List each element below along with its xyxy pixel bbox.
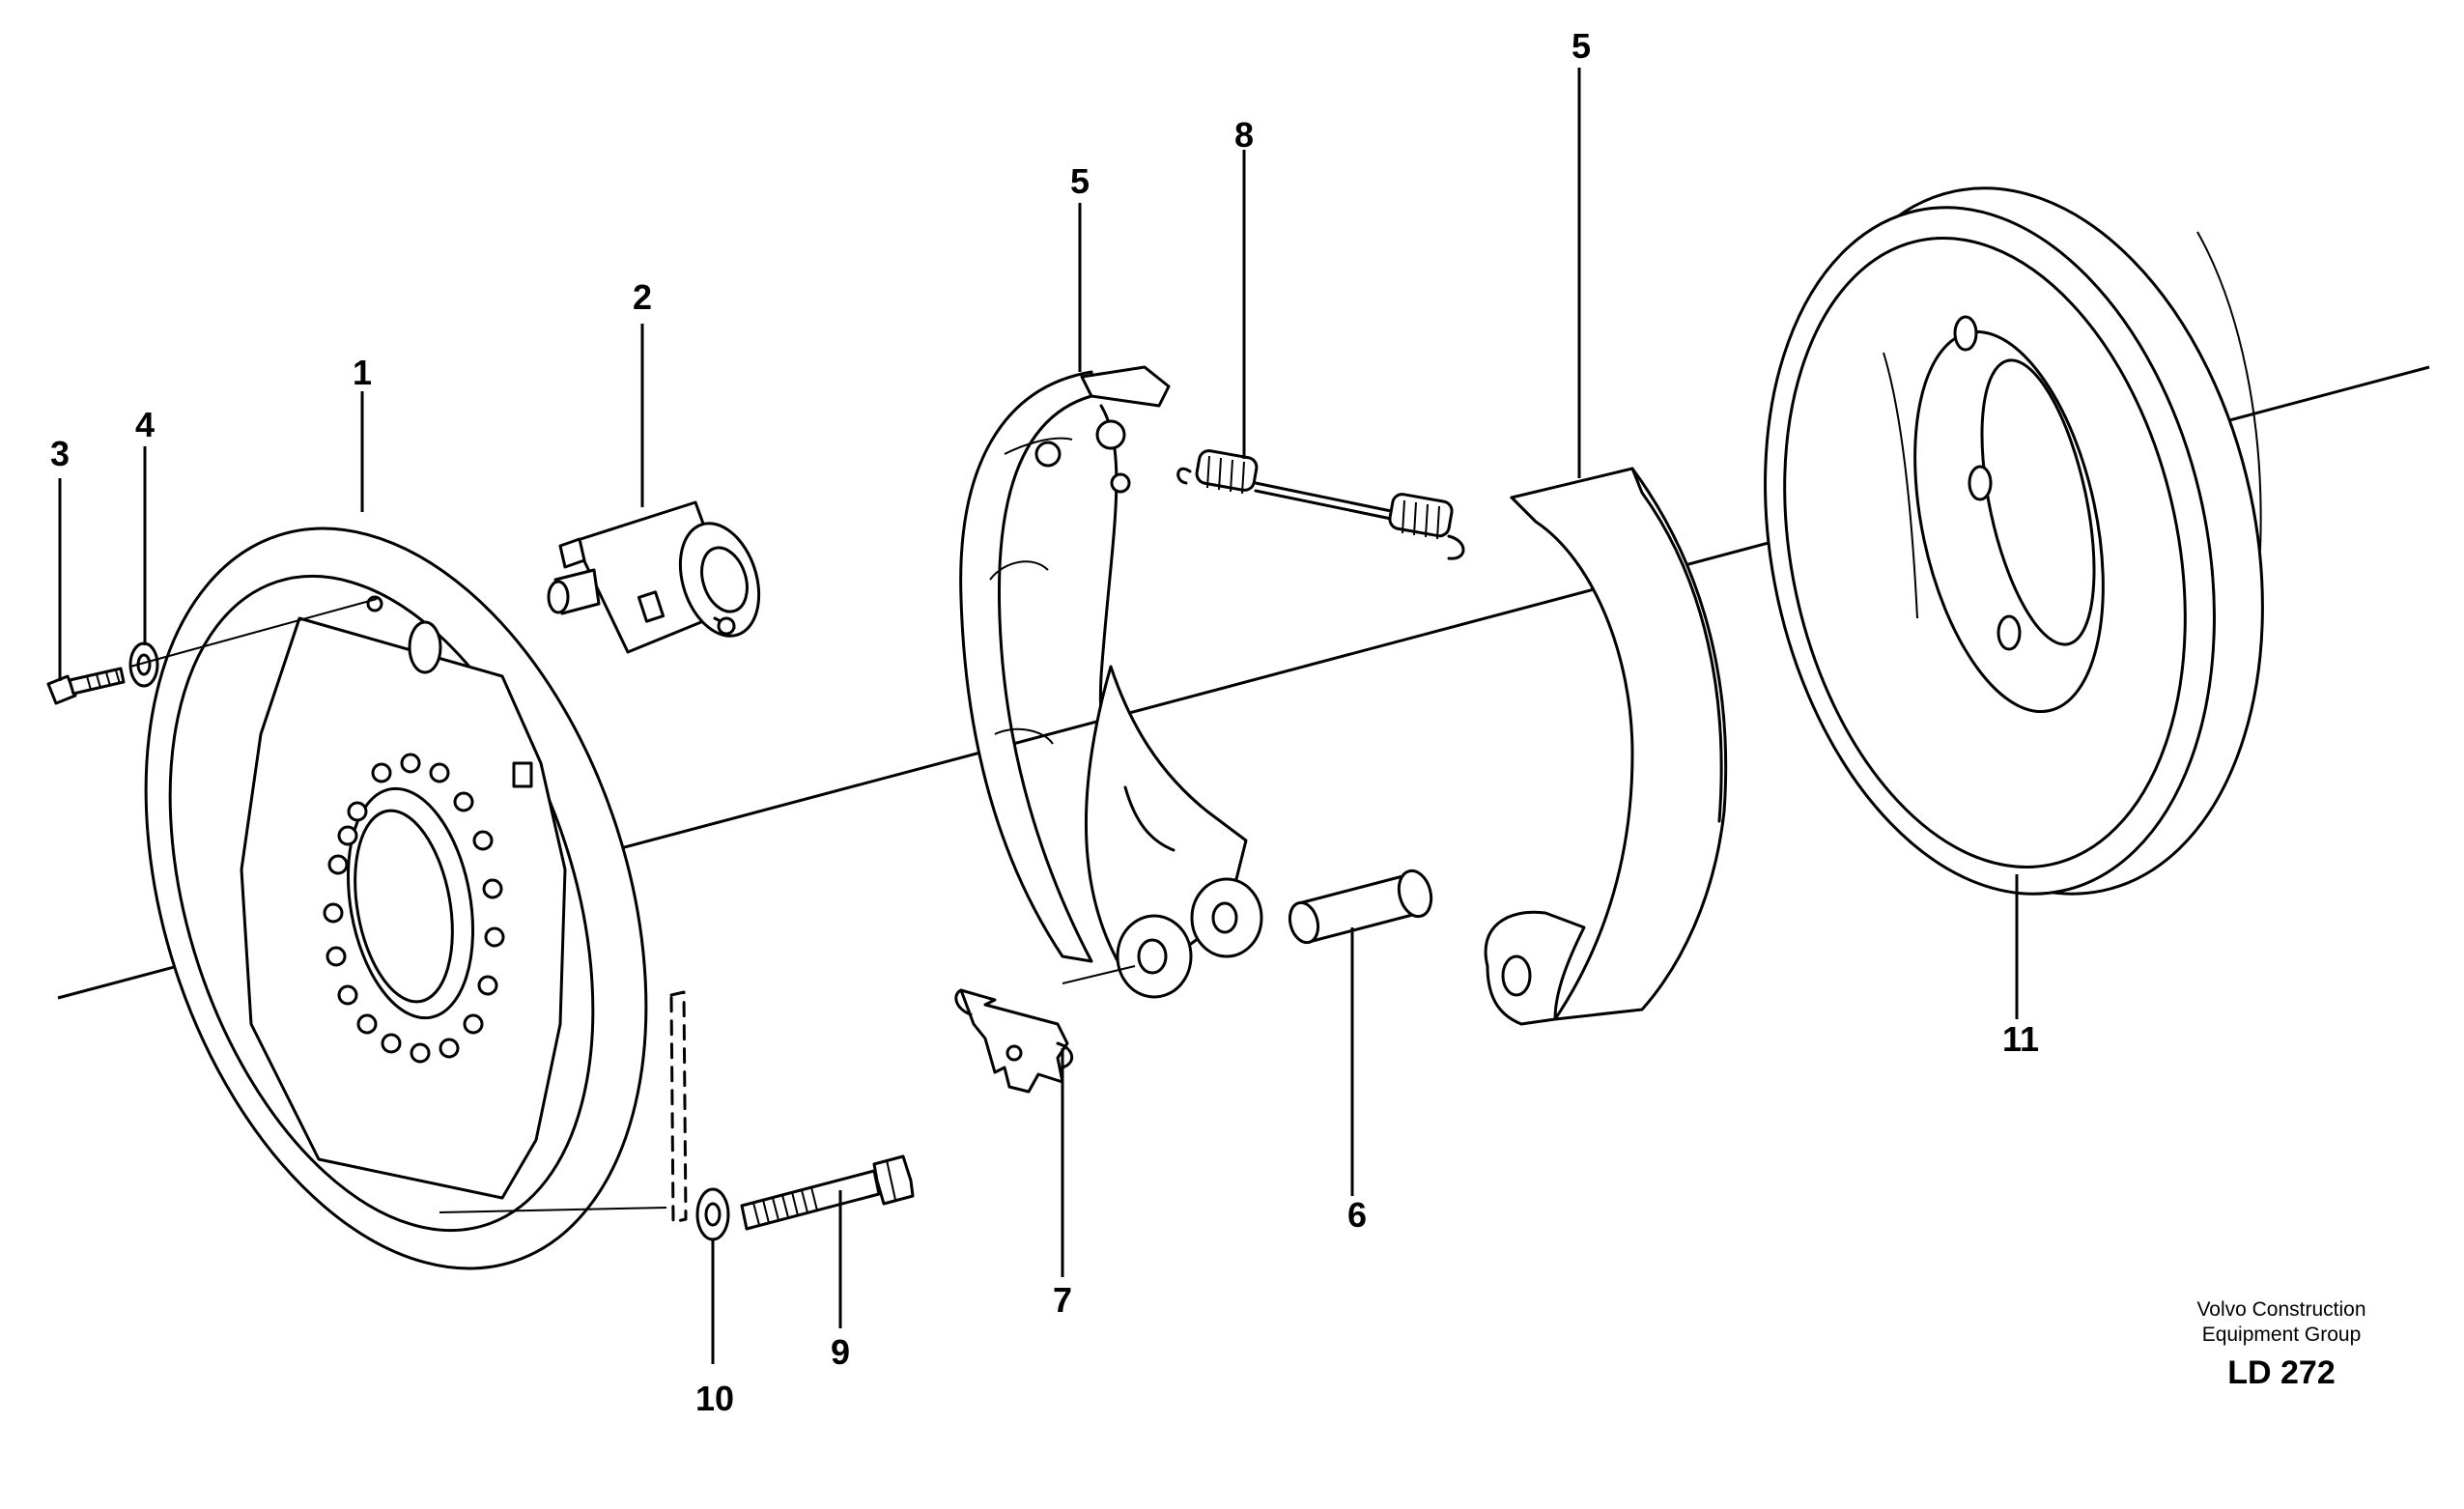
- return-spring: [1176, 449, 1465, 560]
- brake-lining: [1484, 467, 1728, 1026]
- callout-3: 3: [50, 434, 70, 473]
- retainer-clip: [954, 988, 1073, 1094]
- brake-drum: [1764, 186, 2264, 896]
- callout-8: 8: [1234, 115, 1254, 155]
- credit-line-2: Equipment Group: [2202, 1324, 2362, 1346]
- figure-code: LD 272: [2227, 1354, 2336, 1391]
- callout-5-shoe: 5: [1070, 161, 1090, 201]
- brake-shoe: [959, 365, 1263, 999]
- callout-6: 6: [1347, 1195, 1367, 1235]
- callout-10: 10: [695, 1379, 734, 1418]
- callout-labels: 1 2 3 4 5 8 5 6 7 9 10 11: [50, 26, 2039, 1418]
- credit-line-1: Volvo Construction: [2196, 1298, 2365, 1321]
- callout-1: 1: [353, 353, 372, 392]
- credit-block: Volvo Construction Equipment Group LD 27…: [2196, 1298, 2365, 1391]
- callout-4: 4: [135, 405, 155, 444]
- callout-9: 9: [831, 1332, 850, 1372]
- callout-leaders: [58, 68, 2019, 1364]
- backing-plate: [144, 527, 648, 1270]
- plate-bolt-holes: [323, 753, 505, 1064]
- callout-2: 2: [633, 277, 652, 317]
- anchor-pin: [1288, 868, 1433, 945]
- callout-7: 7: [1053, 1280, 1072, 1320]
- washer-large: [669, 990, 730, 1241]
- bolt-small: [46, 667, 126, 705]
- callout-5-lining: 5: [1572, 26, 1591, 66]
- bolt-long: [740, 1154, 915, 1231]
- callout-11: 11: [2002, 1019, 2039, 1059]
- wheel-cylinder: [547, 500, 761, 654]
